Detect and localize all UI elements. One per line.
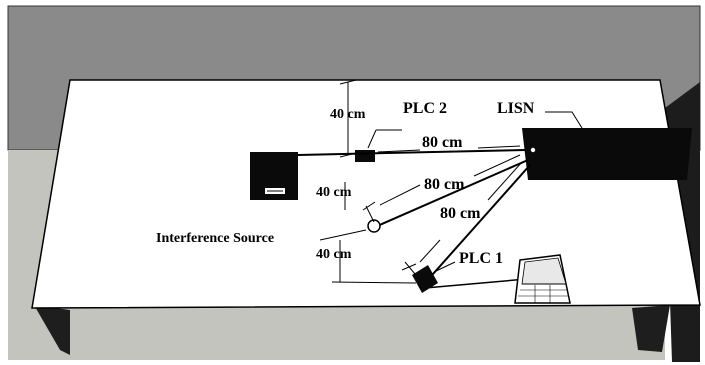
lisn-leader-line [545, 111, 583, 129]
table-leg-right [632, 305, 670, 352]
interference-source-icon [367, 219, 381, 233]
height-source-label: 40 cm [316, 185, 352, 200]
table-top [31, 79, 701, 309]
plc1-leader-line [433, 261, 456, 273]
table-leg-left [34, 305, 70, 355]
lisn-box [522, 128, 692, 180]
distance-plc2-lisn-label: 80 cm [422, 134, 463, 151]
distance-plc1-lisn-label: 80 cm [440, 205, 481, 222]
cable-source-lisn [374, 159, 529, 228]
plc2-device [355, 150, 375, 162]
lisn-label: LISN [497, 100, 535, 117]
plc2-label: PLC 2 [403, 100, 447, 117]
cable-plc1-lisn [424, 164, 531, 284]
cable-plc2-lisn [297, 149, 526, 156]
source-leader-line [319, 229, 367, 241]
plc1-device [412, 265, 438, 293]
distance-source-lisn-label: 80 cm [424, 176, 465, 193]
plc2-leader-line [367, 129, 377, 149]
lisn-indicator-icon [530, 147, 536, 153]
height-plc2-label: 40 cm [330, 107, 366, 122]
plc1-label: PLC 1 [459, 250, 503, 267]
interference-source-label: Interference Source [156, 231, 275, 246]
height-plc1-label: 40 cm [316, 247, 352, 262]
